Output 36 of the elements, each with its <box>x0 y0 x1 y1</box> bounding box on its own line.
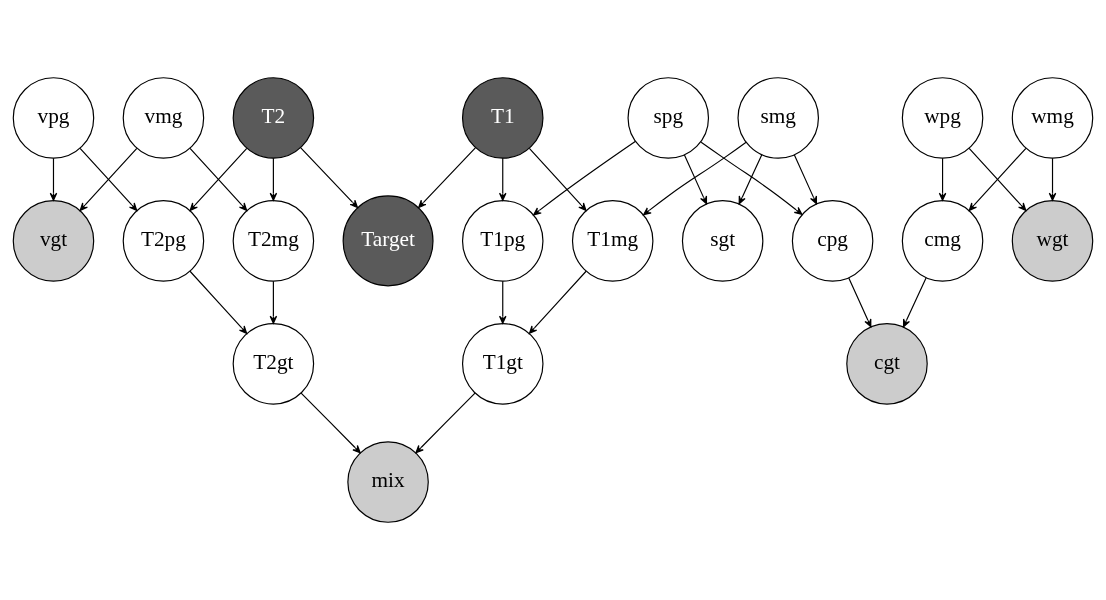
arrow <box>848 277 872 328</box>
arrow <box>79 147 138 211</box>
arrow <box>700 141 803 215</box>
node-circle: Target <box>342 195 434 287</box>
node-circle: smg <box>737 77 819 159</box>
node-circle: sgt <box>681 200 764 282</box>
arrow <box>528 147 587 211</box>
arrow <box>269 157 278 201</box>
arrow <box>269 280 278 324</box>
arrow <box>793 154 817 205</box>
arrow <box>642 141 747 216</box>
arrow <box>415 392 476 454</box>
node-circle: vpg <box>12 77 95 159</box>
node-circle: wpg <box>901 77 984 159</box>
arrow <box>533 140 636 216</box>
arrow <box>498 157 507 201</box>
arrow <box>1048 157 1057 201</box>
arrow <box>189 147 248 211</box>
arrow <box>528 270 587 334</box>
node-circle: T1 <box>461 77 544 159</box>
arrow <box>300 147 359 209</box>
node-circle: spg <box>627 77 710 159</box>
arrow <box>938 157 947 201</box>
arrow <box>902 277 927 328</box>
arrow <box>683 154 708 205</box>
node-circle: cgt <box>846 323 928 405</box>
node-circle: wmg <box>1011 77 1094 159</box>
arrow <box>738 154 763 205</box>
arrow <box>189 270 248 334</box>
node-circle: vmg <box>122 77 205 159</box>
arrow <box>968 147 1027 211</box>
arrow <box>418 147 477 209</box>
arrow <box>300 392 361 454</box>
arrow <box>49 157 58 201</box>
arrow <box>498 280 507 324</box>
node-circle: T2 <box>232 77 315 159</box>
